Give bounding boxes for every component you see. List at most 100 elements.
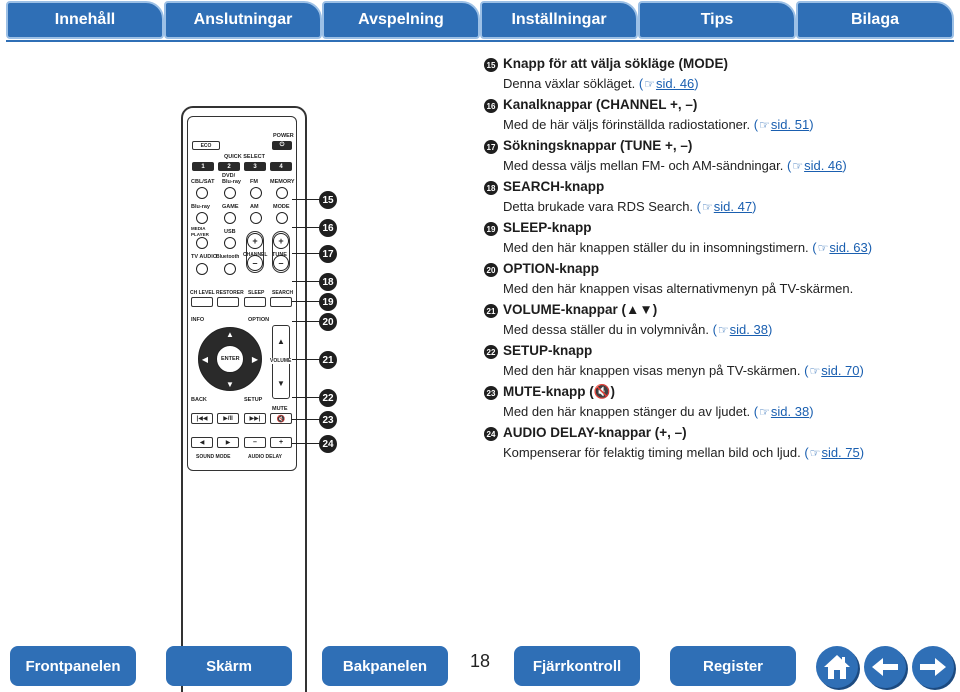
callout-line-20 [292,321,320,323]
sleep-button [244,297,266,307]
list-item: 24 AUDIO DELAY-knappar (+, –) Kompensera… [484,425,944,466]
item-title: Kanalknappar (CHANNEL +, –) [503,97,698,112]
frontpanelen-button[interactable]: Frontpanelen [10,646,139,689]
register-button[interactable]: Register [670,646,799,689]
ch-level-label: CH LEVEL [190,290,215,296]
enter-button [216,345,244,373]
sound-mode-left-button: ◀ [191,437,213,448]
list-item: 21 VOLUME-knappar (▲▼) Med dessa ställer… [484,302,944,343]
page-reference[interactable]: (☞sid. 63) [812,240,873,255]
mute-button: 🔇 [270,413,292,424]
page-reference[interactable]: (☞sid. 75) [804,445,865,460]
bakpanelen-button[interactable]: Bakpanelen [322,646,451,689]
tab-bilaga[interactable]: Bilaga [796,1,954,39]
page-reference[interactable]: (☞sid. 38) [753,404,814,419]
search-label: SEARCH [272,290,294,296]
media-player-button [196,237,208,249]
restorer-label: RESTORER [216,290,244,296]
item-text: Med den här knappen visas menyn på TV-sk… [503,363,801,378]
skarm-button[interactable]: Skärm [166,646,295,689]
list-item: 20 OPTION-knapp Med den här knappen visa… [484,261,944,302]
page-reference[interactable]: (☞sid. 46) [786,158,847,173]
eco-button: ECO [192,141,220,150]
callout-23: 23 [319,411,337,429]
play-pause-button: ▶/II [217,413,239,424]
item-number: 20 [484,263,498,277]
cbl-sat-label: CBL/SAT [191,179,215,185]
dvd-bluray-label: DVD/ Blu-ray [222,173,241,185]
previous-page-button[interactable] [864,646,906,688]
callout-16: 16 [319,219,337,237]
game-label: GAME [222,204,239,210]
pointing-hand-icon: ☞ [702,200,713,214]
tab-anslutningar[interactable]: Anslutningar [164,1,322,39]
mute-label: MUTE [272,406,288,412]
item-title: Knapp för att välja sökläge (MODE) [503,56,729,71]
ch-level-button [191,297,213,307]
list-item: 16 Kanalknappar (CHANNEL +, –) Med de hä… [484,97,944,138]
callout-line-23 [292,419,320,421]
pointing-hand-icon: ☞ [792,159,804,173]
pointing-hand-icon: ☞ [759,405,770,419]
home-icon [824,655,850,679]
sleep-label: SLEEP [248,290,265,296]
arrow-right-icon: ▶ [251,354,259,364]
item-title: OPTION-knapp [503,261,600,276]
item-number: 15 [484,58,498,72]
item-text: Kompenserar för felaktig timing mellan b… [503,445,801,460]
page-reference[interactable]: (☞sid. 38) [712,322,773,337]
usb-label: USB [224,229,236,235]
callout-line-24 [292,443,320,445]
tab-avspelning[interactable]: Avspelning [322,1,480,39]
tab-innehall[interactable]: Innehåll [6,1,164,39]
item-text: Med den här knappen visas alternativmeny… [503,281,854,296]
item-title: VOLUME-knappar (▲▼) [503,302,658,317]
item-number: 17 [484,140,498,154]
item-text: Detta brukade vara RDS Search. [503,199,694,214]
usb-button [224,237,236,249]
back-label: BACK [191,397,207,403]
next-page-button[interactable] [912,646,954,688]
skip-forward-button: ▶▶| [244,413,266,424]
quick-select-label: QUICK SELECT [224,154,265,160]
item-text: Med den här knappen ställer du in insomn… [503,240,809,255]
home-button[interactable] [816,646,858,688]
callout-line-22 [292,397,320,399]
page-reference[interactable]: (☞sid. 51) [753,117,814,132]
tv-audio-button [196,263,208,275]
setup-label: SETUP [244,397,263,403]
button-description-list: 15 Knapp för att välja sökläge (MODE) De… [484,56,944,466]
tab-installningar[interactable]: Inställningar [480,1,638,39]
sound-mode-label: SOUND MODE [196,454,231,460]
page-reference[interactable]: (☞sid. 46) [638,76,699,91]
audio-delay-plus-button: + [270,437,292,448]
callout-line-19 [292,301,320,303]
tab-tips[interactable]: Tips [638,1,796,39]
volume-down-icon: ▼ [277,378,285,388]
am-label: AM [250,204,259,210]
item-text: Med dessa ställer du in volymnivån. [503,322,709,337]
fjarrkontroll-button[interactable]: Fjärrkontroll [514,646,643,689]
enter-label: ENTER [221,356,240,362]
info-label: INFO [191,317,205,323]
list-item: 17 Sökningsknappar (TUNE +, –) Med dessa… [484,138,944,179]
pointing-hand-icon: ☞ [809,364,821,378]
item-number: 18 [484,181,498,195]
remote-button-panel: ECO POWER ⏻ QUICK SELECT 1 2 3 4 CBL/SAT… [187,116,297,471]
bluray-button [196,212,208,224]
item-title: SEARCH-knapp [503,179,605,194]
list-item: 23 MUTE-knapp (🔇) Med den här knappen st… [484,384,944,425]
option-label: OPTION [248,317,270,323]
page-reference[interactable]: (☞sid. 47) [696,199,757,214]
bluetooth-button [224,263,236,275]
skip-back-button: |◀◀ [191,413,213,424]
quick-select-2: 2 [218,162,240,171]
item-title: SETUP-knapp [503,343,593,358]
channel-minus-icon: – [247,255,263,271]
item-number: 16 [484,99,498,113]
list-item: 19 SLEEP-knapp Med den här knappen ställ… [484,220,944,261]
volume-up-icon: ▲ [277,336,285,346]
list-item: 18 SEARCH-knapp Detta brukade vara RDS S… [484,179,944,220]
remote-control-illustration: ECO POWER ⏻ QUICK SELECT 1 2 3 4 CBL/SAT… [181,106,307,692]
page-reference[interactable]: (☞sid. 70) [804,363,864,378]
